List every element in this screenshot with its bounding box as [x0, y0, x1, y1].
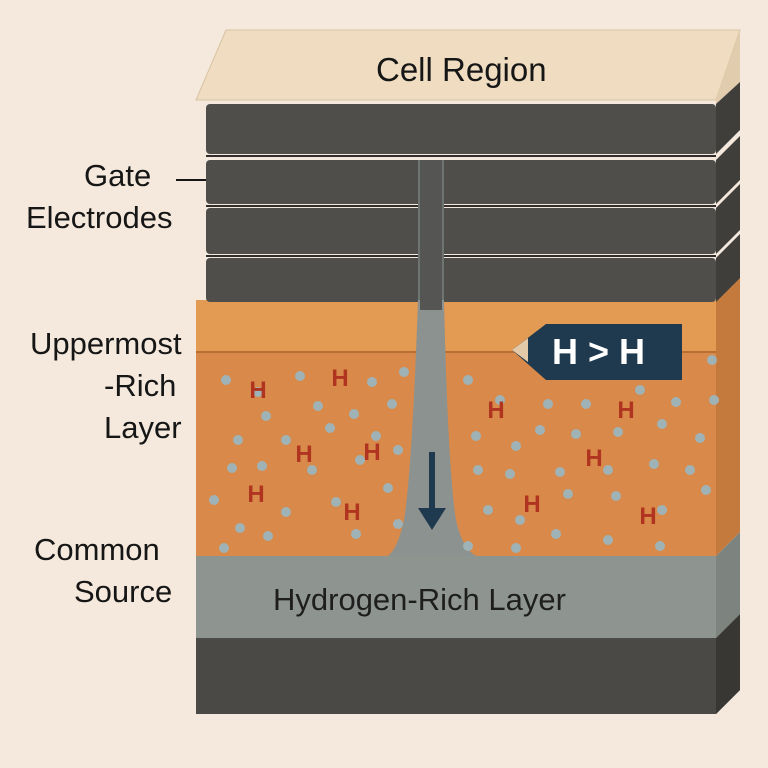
particle-dot — [649, 459, 659, 469]
hydrogen-rich-layer-label: Hydrogen-Rich Layer — [273, 582, 566, 617]
particle-dot — [331, 497, 341, 507]
hydrogen-marker: H — [249, 377, 266, 404]
particle-dot — [325, 423, 335, 433]
particle-dot — [611, 491, 621, 501]
particle-dot — [511, 543, 521, 553]
particle-dot — [253, 387, 263, 397]
h-badge — [512, 324, 682, 380]
particle-dot — [471, 431, 481, 441]
particle-dot — [473, 465, 483, 475]
particle-dot — [483, 505, 493, 515]
uppermost-rich-layer-block — [196, 276, 740, 556]
hydrogen-marker: H — [523, 491, 540, 518]
particle-dot — [543, 399, 553, 409]
particle-dot — [281, 435, 291, 445]
rich-label: -Rich — [104, 368, 177, 403]
particle-dot — [393, 445, 403, 455]
hydrogen-marker: H — [247, 481, 264, 508]
particle-dot — [505, 469, 515, 479]
particle-dot — [701, 485, 711, 495]
particle-dot — [367, 377, 377, 387]
particle-dot — [355, 455, 365, 465]
hydrogen-marker: H — [331, 365, 348, 392]
gate-label: Gate — [84, 158, 152, 193]
channel-hole — [388, 160, 476, 556]
particle-dots — [209, 355, 719, 553]
particle-dot — [515, 515, 525, 525]
particle-dot — [399, 367, 409, 377]
hydrogen-marker: H — [639, 503, 656, 530]
particle-dot — [657, 419, 667, 429]
badge-text: H > H — [552, 331, 646, 372]
common-label: Common — [34, 532, 160, 567]
particle-dot — [709, 395, 719, 405]
particle-dot — [655, 541, 665, 551]
hydrogen-marker: H — [487, 397, 504, 424]
gate-electrode-stack — [206, 82, 740, 302]
particle-dot — [219, 543, 229, 553]
cell-region-label: Cell Region — [376, 51, 547, 88]
particle-dot — [671, 397, 681, 407]
particle-dot — [261, 411, 271, 421]
particle-dot — [307, 465, 317, 475]
particle-dot — [563, 489, 573, 499]
particle-dot — [551, 529, 561, 539]
particle-dot — [221, 375, 231, 385]
downward-arrow-icon — [418, 452, 446, 530]
particle-dot — [613, 427, 623, 437]
layer-label: Layer — [104, 410, 182, 445]
particle-dot — [635, 385, 645, 395]
particle-dot — [209, 495, 219, 505]
particle-dot — [511, 441, 521, 451]
particle-dot — [657, 505, 667, 515]
particle-dot — [393, 519, 403, 529]
particle-dot — [263, 531, 273, 541]
particle-dot — [235, 523, 245, 533]
particle-dot — [603, 465, 613, 475]
source-label: Source — [74, 574, 173, 609]
particle-dot — [495, 395, 505, 405]
particle-dot — [707, 355, 717, 365]
particle-dot — [695, 433, 705, 443]
particle-dot — [685, 465, 695, 475]
hydrogen-marker: H — [585, 445, 602, 472]
particle-dot — [371, 431, 381, 441]
particle-dot — [349, 409, 359, 419]
substrate-block — [196, 614, 740, 714]
particle-dot — [281, 507, 291, 517]
particle-dot — [571, 429, 581, 439]
particle-dot — [555, 467, 565, 477]
particle-dot — [383, 483, 393, 493]
particle-dot — [257, 461, 267, 471]
particle-dot — [463, 541, 473, 551]
particle-dot — [295, 371, 305, 381]
particle-dot — [387, 399, 397, 409]
particle-dot — [463, 375, 473, 385]
particle-dot — [313, 401, 323, 411]
hydrogen-marker: H — [617, 397, 634, 424]
particle-dot — [581, 399, 591, 409]
hydrogen-marker: H — [363, 439, 380, 466]
particle-dot — [227, 463, 237, 473]
particle-dot — [603, 535, 613, 545]
hydrogen-rich-layer — [196, 532, 740, 638]
particle-dot — [351, 529, 361, 539]
hydrogen-marker: H — [343, 499, 360, 526]
hydrogen-marker: H — [295, 441, 312, 468]
particle-dot — [535, 425, 545, 435]
particle-dot — [233, 435, 243, 445]
electrodes-label: Electrodes — [26, 200, 173, 235]
uppermost-label: Uppermost — [30, 326, 182, 361]
